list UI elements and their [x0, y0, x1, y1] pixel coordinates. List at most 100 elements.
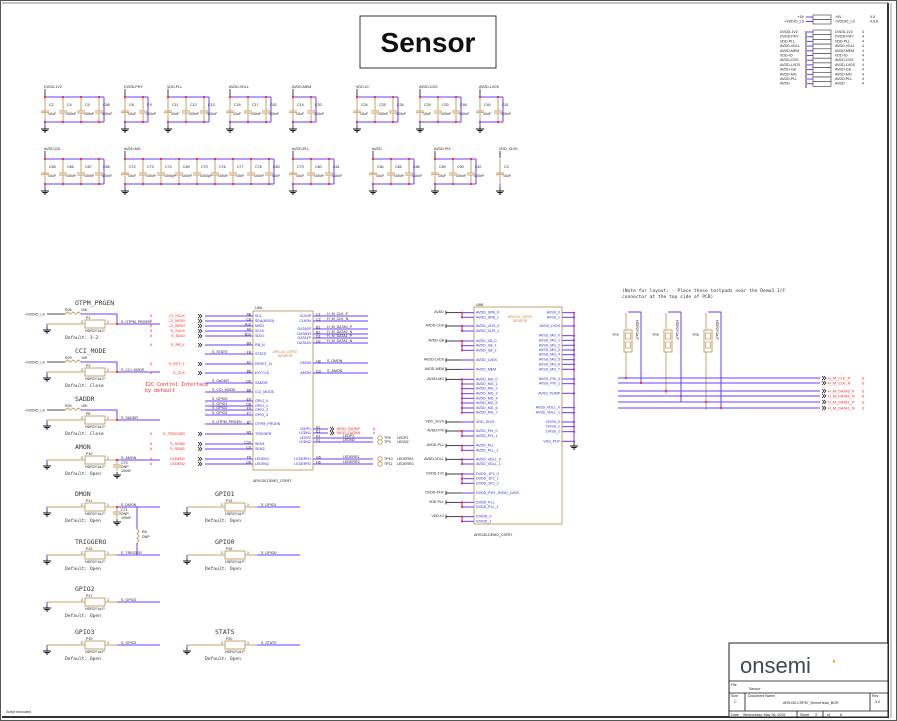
capacitor-value: 100nF [102, 174, 113, 178]
sheet-ref: 4 [862, 54, 864, 58]
power-net-label: AVDD-VDLL [424, 457, 444, 461]
offpage-net-label: H_M_CLK_N [828, 381, 851, 385]
chip-pin-number: A5 [247, 430, 251, 434]
junction-dot [460, 378, 464, 381]
chip-ref: U8B [476, 303, 484, 307]
offpage-connector-icon [197, 431, 203, 437]
junction-dot [97, 182, 101, 186]
net-label: S_SADDR [121, 416, 138, 420]
chip-pin-number: A8 [247, 312, 251, 316]
junction-dot [159, 157, 163, 161]
junction-dot [159, 182, 163, 186]
power-net-left: AVDD-MG [780, 72, 797, 76]
junction-dot [460, 392, 464, 395]
chip-pin-label: AVDD_MG_5 [476, 401, 498, 405]
jumper-ref: P3 [86, 364, 90, 368]
capacitor-value: 100nF [396, 112, 407, 116]
junction-dot [407, 182, 411, 186]
jumper-default: Default: Open [65, 518, 101, 524]
sheet-ref: 4 [862, 44, 864, 48]
capacitor-value: 100nF [269, 112, 280, 116]
junction-dot [246, 95, 250, 99]
pad [625, 332, 631, 340]
chip-pin-number: C10 [244, 440, 251, 444]
capacitor-ref: C13 [208, 103, 215, 107]
date-label: Date: [731, 713, 740, 717]
chip-pin-number: G3 [316, 369, 321, 373]
jumper-title: GPIO1 [215, 490, 235, 498]
junction-dot [451, 157, 455, 161]
offpage-connector-icon [197, 328, 203, 334]
capacitor-value: 100nF [146, 112, 157, 116]
capacitor-value: 10uF [438, 174, 447, 178]
net-tie-box [812, 14, 832, 20]
chip-pin-label: SEM1 [255, 442, 265, 446]
junction-dot [639, 381, 643, 385]
chip-pin-label: LEDERR2 [294, 462, 311, 466]
chip-pin-label: AVSS_VDLL_0 [536, 406, 560, 410]
junction-dot [624, 376, 628, 380]
junction-dot [327, 157, 331, 161]
chip-pin-label: DVSS_2 [546, 430, 560, 434]
capacitor-ref: C80 [315, 165, 322, 169]
testpoint-label: LEDERR2 [397, 462, 414, 466]
jumper-header-icon [84, 415, 106, 425]
capacitor-ref: C74 [165, 165, 172, 169]
offpage-sheet-ref: 6 [150, 343, 152, 347]
capacitor-ref: C76 [219, 165, 226, 169]
sheet-label: Sheet [800, 713, 809, 717]
pad [705, 341, 711, 349]
junction-dot [679, 394, 683, 398]
junction-dot [141, 120, 145, 124]
pad [625, 341, 631, 349]
junction-dot [123, 157, 127, 161]
capacitor-icon [182, 107, 190, 117]
sheet-number: 3 [815, 713, 817, 717]
power-net-label: DVDD-1V2 [426, 472, 444, 476]
jumper-header-icon [224, 502, 246, 512]
junction-dot [43, 157, 47, 161]
power-net-right: AVDD [835, 82, 845, 86]
power-net-left: AVDD-LVDS [780, 63, 801, 67]
pin-number: 2 [81, 320, 83, 324]
net-label: S_TRIGGER [121, 551, 142, 555]
power-net-label: VDD-IO [356, 85, 369, 89]
chip-pin-label: DATA1N [297, 341, 311, 345]
capacitor-value: 10uF [483, 112, 492, 116]
pullup-net-label: +VDDIO_LS [25, 408, 45, 412]
power-net-label: AVDD-MG [124, 147, 141, 151]
net-label: H_M_CLK_N [327, 317, 349, 321]
capacitor-ref: C75 [201, 165, 208, 169]
capacitor-icon [389, 107, 397, 117]
junction-dot [373, 120, 377, 124]
offpage-net-label: S_TRIGGER [163, 432, 185, 436]
pin-number: 2 [81, 416, 83, 420]
chip-pin-label: AVSS_MG_6 [539, 362, 560, 366]
offpage-net-label: S_SDIO [171, 334, 185, 338]
chip-center-label: AP0130_CSP87 [508, 315, 533, 319]
chip-pin-label: AVSS_PIX_1 [539, 382, 560, 386]
junction-dot [195, 157, 199, 161]
junction-dot [309, 157, 313, 161]
power-net-right: +VDDIO_LS [835, 20, 855, 24]
page-title: Sensor [381, 27, 476, 58]
chip-pin-number: F1 [316, 438, 320, 442]
logo-accent [833, 660, 835, 663]
chip-pin-label: AVDD_VDLL_1 [476, 462, 501, 466]
net-label: LEDERR2 [343, 460, 360, 464]
chip-pin-number: E1 [316, 429, 320, 433]
net-label: S_CCI_MODE [121, 368, 145, 372]
capacitor-icon [77, 107, 85, 117]
polarized-capacitor-icon [120, 107, 130, 117]
testpad-ref: TP4 [612, 333, 619, 337]
chip-pin-label: DVDD_PLL [476, 500, 495, 504]
power-net-right: AVDD-PLL [835, 77, 852, 81]
offpage-connector-icon [197, 370, 203, 376]
offpage-net-label: CI_MOSI [169, 319, 185, 323]
capacitor-value: 100nF [314, 112, 325, 116]
jumper-header-icon [84, 502, 106, 512]
title-block-frame [728, 642, 889, 718]
junction-dot [460, 477, 464, 480]
junction-dot [719, 406, 723, 410]
offpage-sheet-ref: 6 [150, 334, 152, 338]
